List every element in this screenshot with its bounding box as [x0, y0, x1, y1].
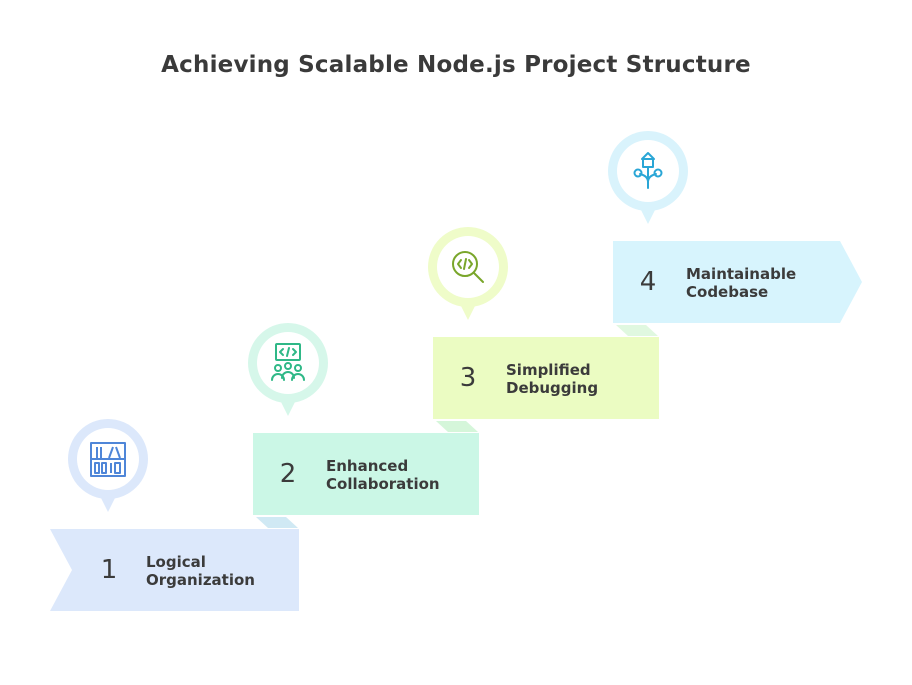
step-4-label-line2: Codebase: [686, 283, 769, 301]
diagram-title: Achieving Scalable Node.js Project Struc…: [161, 52, 751, 78]
step-3-number: 3: [459, 363, 477, 393]
step-3-label-line2: Debugging: [506, 379, 599, 397]
step-4-pin: [608, 131, 688, 224]
step-1-label: Logical Organization: [146, 553, 296, 589]
step-4-label: Maintainable Codebase: [686, 265, 836, 301]
connector-2-3: [436, 421, 478, 432]
connector-3-4: [616, 325, 658, 336]
step-2-pin: [248, 323, 328, 416]
code-search-icon: [452, 251, 484, 283]
step-2-shape: [253, 433, 479, 515]
step-2-label: Enhanced Collaboration: [326, 457, 476, 493]
step-1-shape: [50, 529, 299, 611]
connector-1-2: [256, 517, 298, 528]
step-3-shape: [433, 337, 659, 419]
step-1-number: 1: [100, 555, 118, 585]
team-code-icon: [271, 343, 305, 381]
step-4-number: 4: [639, 267, 657, 297]
step-1-label-line2: Organization: [146, 571, 255, 589]
step-4-shape: [613, 241, 862, 323]
step-3-label-line1: Simplified: [506, 361, 591, 379]
step-2-label-line1: Enhanced: [326, 457, 409, 475]
step-2-label-line2: Collaboration: [326, 475, 440, 493]
branching-house-icon: [633, 152, 663, 189]
step-3-label: Simplified Debugging: [506, 361, 656, 397]
bookshelf-icon: [90, 442, 126, 477]
step-1-label-line1: Logical: [146, 553, 206, 571]
step-2-number: 2: [279, 459, 297, 489]
step-1-pin: [68, 419, 148, 512]
step-4-label-line1: Maintainable: [686, 265, 797, 283]
step-3-pin: [428, 227, 508, 320]
